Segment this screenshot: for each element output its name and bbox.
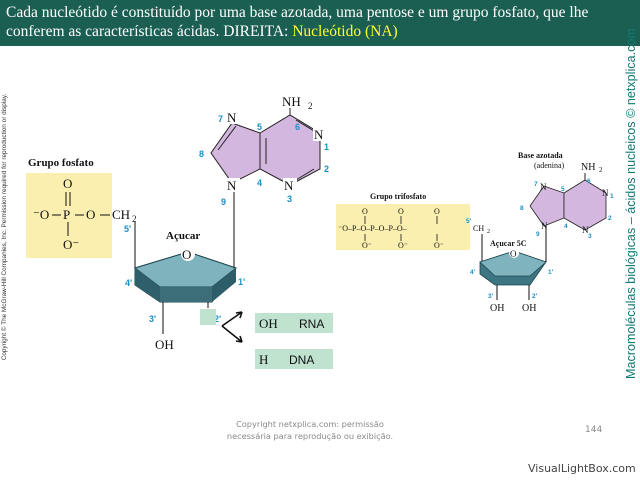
left-sugar-pos-1: 1' bbox=[238, 277, 245, 287]
right-ring-7: 7 bbox=[534, 181, 538, 188]
right-base-sub: (adenina) bbox=[534, 161, 565, 170]
variable-group-box bbox=[200, 309, 216, 325]
left-amine-sub: 2 bbox=[308, 101, 313, 111]
right-sugar-ring: O bbox=[479, 248, 547, 286]
left-ring-3: 3 bbox=[287, 194, 292, 204]
left-ring-7: 7 bbox=[218, 114, 223, 124]
phosphate-formula: O ⁻O P O CH 2 O⁻ bbox=[33, 176, 137, 252]
svg-text:P: P bbox=[63, 207, 70, 222]
left-ring-5: 5 bbox=[257, 122, 262, 132]
right-sugar-pos-4: 4' bbox=[470, 269, 476, 276]
svg-text:2: 2 bbox=[132, 214, 137, 224]
left-sugar-ring: O bbox=[133, 247, 238, 303]
left-ring-2: 2 bbox=[324, 164, 329, 174]
right-sugar-pos-5: 5' bbox=[466, 218, 472, 225]
right-sugar-pos-2: 2' bbox=[532, 293, 538, 300]
watermark: VisualLightBox.com bbox=[528, 462, 636, 475]
right-amine: NH bbox=[581, 162, 595, 173]
triphosphate-label: Grupo trifosfato bbox=[370, 192, 426, 201]
svg-text:2: 2 bbox=[487, 229, 490, 235]
dna-label: DNA bbox=[289, 353, 314, 367]
phosphate-label: Grupo fosfato bbox=[28, 157, 94, 169]
left-adenine-base: N N N N bbox=[210, 108, 327, 193]
svg-text:N: N bbox=[602, 188, 609, 198]
header-main-text: Cada nucleótido é constituído por uma ba… bbox=[6, 4, 589, 40]
arrow-rna bbox=[221, 311, 243, 327]
rna-box bbox=[255, 313, 333, 333]
left-sugar-pos-5: 5' bbox=[124, 224, 131, 234]
svg-text:O: O bbox=[434, 207, 440, 216]
svg-text:N: N bbox=[540, 182, 547, 192]
right-oh-left: OH bbox=[490, 303, 504, 314]
right-amine-sub: 2 bbox=[599, 166, 603, 174]
footer-line-1: Copyright netxplica.com: permissão bbox=[236, 419, 384, 429]
left-sugar-label: Açucar bbox=[166, 230, 200, 242]
svg-text:O: O bbox=[362, 207, 368, 216]
svg-text:N: N bbox=[541, 221, 548, 231]
left-oh: OH bbox=[155, 337, 174, 352]
footer-line-2: necessária para reprodução ou exibição. bbox=[226, 431, 394, 441]
left-ring-1: 1 bbox=[324, 142, 329, 152]
svg-text:O: O bbox=[398, 207, 404, 216]
svg-text:⁻O: ⁻O bbox=[33, 207, 49, 222]
right-ring-2: 2 bbox=[608, 215, 612, 222]
left-diagram: Grupo fosfato O ⁻O P O CH 2 O⁻ 5' Açucar bbox=[26, 94, 333, 369]
svg-text:N: N bbox=[314, 127, 324, 142]
right-adenine-base: N N N N bbox=[529, 173, 609, 235]
footer-copyright: Copyright netxplica.com: permissão neces… bbox=[180, 418, 440, 442]
dna-box bbox=[255, 349, 333, 369]
right-oh-right: OH bbox=[522, 303, 536, 314]
svg-text:N: N bbox=[284, 178, 294, 193]
svg-text:⁻O–P–O–P–O–P–O–: ⁻O–P–O–P–O–P–O– bbox=[338, 224, 408, 233]
svg-text:CH: CH bbox=[473, 224, 484, 233]
right-sugar-pos-1: 1' bbox=[548, 269, 554, 276]
right-base-label: Base azotada bbox=[518, 151, 563, 160]
left-amine: NH bbox=[282, 94, 301, 109]
svg-text:O: O bbox=[86, 207, 95, 222]
right-ring-5: 5 bbox=[561, 186, 565, 193]
right-sugar-label: Açucar 5C bbox=[490, 239, 527, 248]
svg-text:O⁻: O⁻ bbox=[434, 241, 444, 250]
right-ring-1: 1 bbox=[610, 193, 614, 200]
right-sugar-pos-3: 3' bbox=[488, 293, 494, 300]
svg-text:N: N bbox=[582, 225, 589, 235]
left-sugar-pos-4: 4' bbox=[125, 278, 132, 288]
right-ring-8: 8 bbox=[520, 205, 524, 212]
left-sugar-pos-2: 2' bbox=[214, 314, 221, 324]
triphosphate-box bbox=[336, 204, 470, 250]
right-ring-3: 3 bbox=[588, 233, 592, 240]
header-highlight: Nucleótido (NA) bbox=[292, 23, 398, 40]
left-ring-8: 8 bbox=[199, 149, 204, 159]
right-diagram: Grupo trifosfato O O O ⁻O–P–O–P–O–P–O– O… bbox=[336, 151, 614, 314]
left-sugar-pos-3: 3' bbox=[149, 314, 156, 324]
triphosphate-formula: O O O ⁻O–P–O–P–O–P–O– O⁻ O⁻ O⁻ CH 2 bbox=[338, 207, 490, 250]
left-ring-6: 6 bbox=[295, 122, 300, 132]
svg-text:O⁻: O⁻ bbox=[362, 241, 372, 250]
svg-text:O: O bbox=[510, 249, 517, 259]
dna-group: H bbox=[259, 352, 268, 367]
svg-text:N: N bbox=[227, 110, 237, 125]
rna-group: OH bbox=[259, 316, 278, 331]
svg-text:O: O bbox=[182, 247, 191, 262]
svg-text:CH: CH bbox=[112, 207, 130, 222]
left-ring-4: 4 bbox=[257, 178, 262, 188]
svg-text:N: N bbox=[227, 178, 237, 193]
arrow-dna bbox=[221, 325, 243, 343]
svg-text:O⁻: O⁻ bbox=[63, 237, 79, 252]
svg-text:O⁻: O⁻ bbox=[398, 241, 408, 250]
header-bar: Cada nucleótido é constituído por uma ba… bbox=[0, 0, 640, 46]
phosphate-box bbox=[26, 173, 112, 258]
right-ring-6: 6 bbox=[587, 178, 591, 185]
right-ring-9: 9 bbox=[536, 231, 540, 238]
svg-text:O: O bbox=[63, 176, 72, 191]
header-text: Cada nucleótido é constituído por uma ba… bbox=[6, 3, 634, 41]
right-ring-4: 4 bbox=[564, 223, 568, 230]
page-number: 144 bbox=[585, 425, 603, 435]
rna-label: RNA bbox=[299, 317, 324, 331]
left-ring-9: 9 bbox=[221, 197, 226, 207]
